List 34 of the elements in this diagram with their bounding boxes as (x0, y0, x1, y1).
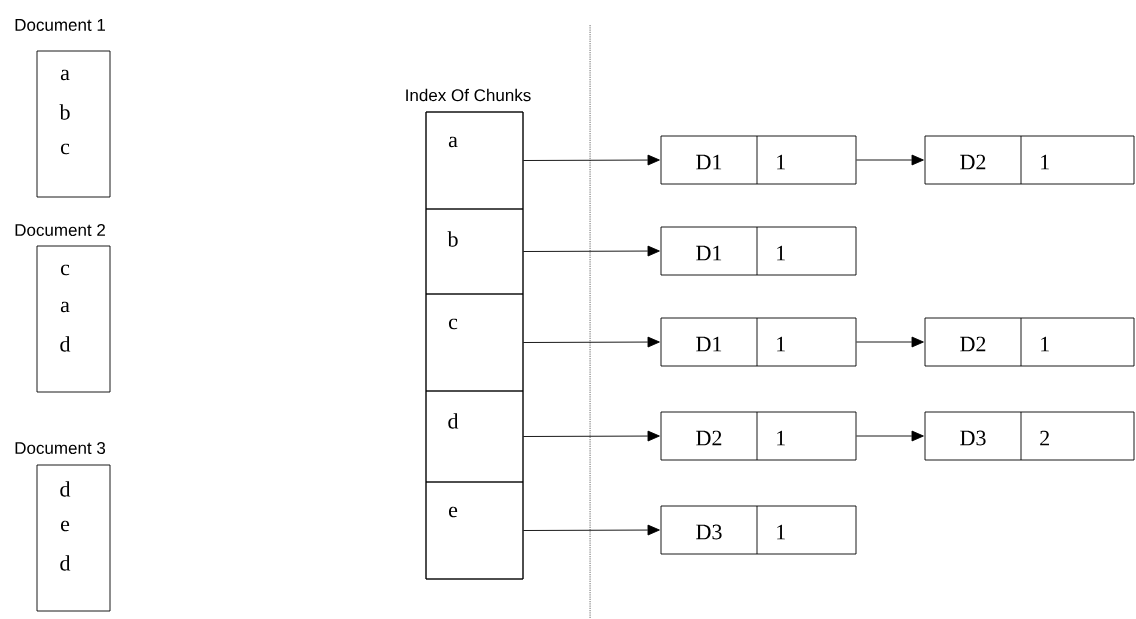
index-cell: a (425, 111, 524, 210)
arrow (523, 524, 660, 536)
index-cell: c (425, 293, 524, 392)
letter: d (60, 481, 71, 497)
letter: d (60, 555, 71, 571)
arrow (523, 430, 660, 442)
index-cell: b (425, 208, 524, 295)
arrow (856, 336, 924, 348)
posting-box: D2 1 (924, 135, 1135, 185)
posting-box: D1 1 (660, 135, 857, 185)
letter: e (61, 520, 70, 532)
arrow (523, 154, 660, 166)
posting-box: D2 1 (660, 411, 857, 461)
posting-box: D3 2 (924, 411, 1135, 461)
arrow (523, 336, 660, 348)
letter: a (60, 69, 70, 81)
letter: c (60, 143, 70, 155)
document-title: Document 2 (15, 224, 105, 237)
letter: a (60, 301, 70, 313)
arrow (523, 245, 660, 257)
arrow (856, 430, 924, 442)
letter: b (59, 104, 70, 120)
document-title: Document 3 (15, 442, 106, 455)
index-cell: e (425, 481, 524, 580)
posting-box: D1 1 (660, 226, 857, 276)
letter: c (60, 264, 70, 276)
letter: d (60, 336, 71, 352)
document-title: Document 1 (15, 19, 105, 31)
posting-box: D1 1 (660, 317, 857, 367)
index-cell: d (425, 390, 524, 483)
posting-box: D2 1 (924, 317, 1135, 367)
arrow (856, 154, 924, 166)
index-title: Index Of Chunks (406, 88, 531, 102)
posting-box: D3 1 (660, 505, 857, 555)
